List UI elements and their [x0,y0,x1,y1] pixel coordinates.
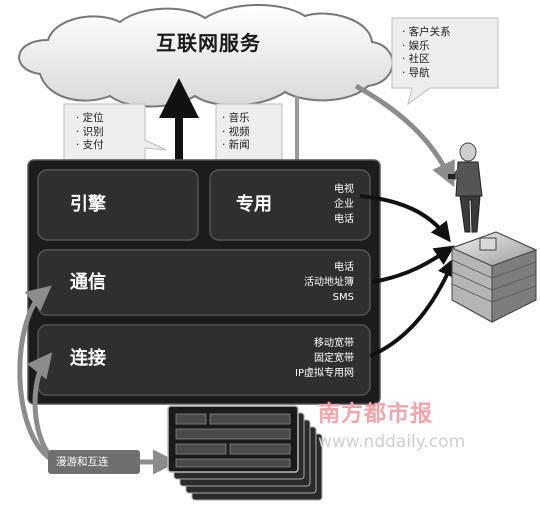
communication-label: 通信 [70,272,106,293]
communication-block [37,249,371,316]
callout-item: · 识别 [76,125,104,138]
platform-panel [27,159,381,405]
connection-label: 连接 [70,348,106,369]
office-building-icon [450,231,538,323]
dedicated-item: 企业 [334,199,354,210]
callout-item: · 视频 [222,125,250,138]
dedicated-label: 专用 [236,194,272,215]
dedicated-block [209,169,371,241]
callout-item: · 音乐 [222,112,250,124]
callout-top-right-bubble [391,17,499,106]
business-user-icon [448,142,483,233]
callout-item: · 支付 [76,139,104,151]
platform-to-building-arrows [359,194,457,358]
dedicated-item: 电视 [334,184,354,195]
callout-top-right: · 客户关系 · 娱乐 · 社区 · 导航 [402,26,451,80]
callout-item: · 社区 [402,53,430,65]
communication-item: 活动地址簿 [304,277,354,288]
communication-items: 电话 活动地址簿 SMS [304,260,354,305]
connection-item: IP虚拟专用网 [295,368,354,379]
callout-middle: · 音乐 · 视频 · 新闻 [222,112,250,153]
network-stack [167,405,323,501]
callout-left: · 定位 · 识别 · 支付 [76,112,104,153]
callout-item: · 导航 [402,66,430,79]
connection-items: 移动宽带 固定宽带 IP虚拟专用网 [295,336,354,381]
watermark-name: 南方都市报 [318,402,434,427]
engine-label: 引擎 [70,194,106,215]
cloud-title: 互联网服务 [156,31,261,55]
callout-item: · 定位 [76,112,104,124]
callout-item: · 新闻 [222,139,250,151]
communication-item: SMS [332,292,354,303]
roaming-label: 漫游和互连 [56,456,109,468]
internet-services-cloud [18,3,394,108]
watermark-url: www.nddaily.com [318,432,466,452]
roaming-box [48,450,140,474]
engine-block [37,169,199,241]
connection-item: 移动宽带 [314,338,354,349]
dedicated-items: 电视 企业 电话 [334,182,354,227]
connection-item: 固定宽带 [314,353,354,364]
dedicated-item: 电话 [334,214,354,225]
cloud-to-user-arrow [354,83,455,188]
communication-item: 电话 [334,262,354,273]
callout-item: · 客户关系 [402,26,451,38]
callout-item: · 娱乐 [402,39,430,52]
